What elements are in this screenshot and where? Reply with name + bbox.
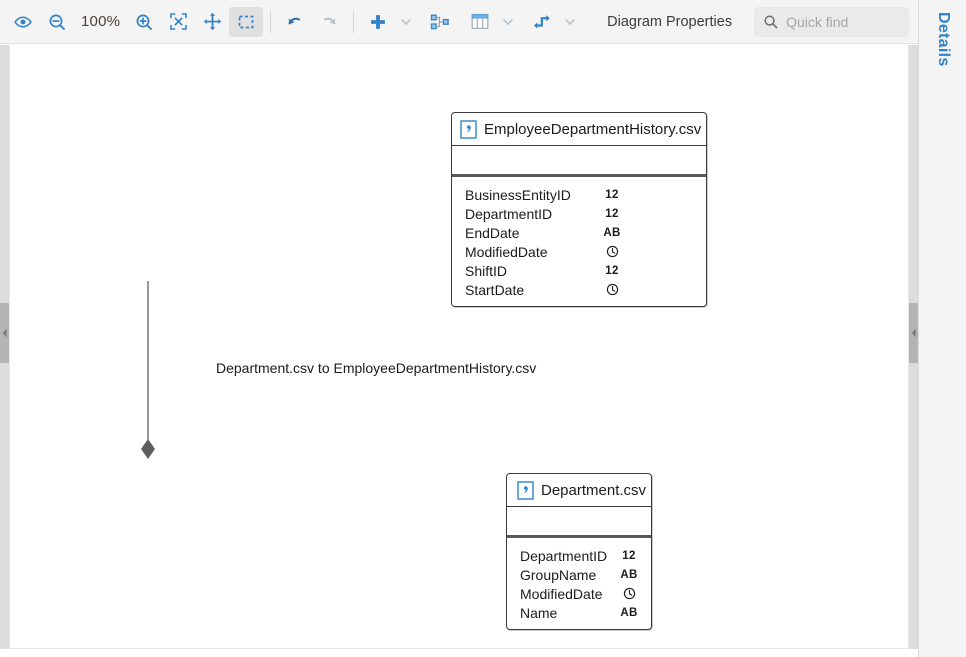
toolbar-separator-2 (353, 10, 355, 33)
search-icon (764, 14, 778, 28)
field-type-datetime (618, 587, 640, 600)
right-panel-collapse-handle[interactable] (909, 303, 918, 363)
entity-field-row[interactable]: BusinessEntityID 12 (452, 185, 706, 204)
entity-title: Department.csv (541, 481, 647, 499)
entity-header[interactable]: EmployeeDepartmentHistory.csv (452, 113, 706, 146)
field-type-number: 12 (605, 264, 619, 277)
connector-diamond-marker (141, 439, 155, 459)
details-panel-rail: Details (918, 0, 966, 657)
field-name: DepartmentID (520, 547, 608, 564)
table-dropdown-caret-icon[interactable] (497, 8, 519, 36)
field-type-datetime (601, 245, 623, 258)
toolbar: 100% (0, 0, 918, 44)
entity-field-row[interactable]: DepartmentID 12 (452, 204, 706, 223)
connector-dropdown-caret-icon[interactable] (559, 8, 581, 36)
details-tab-label: Details (935, 12, 952, 67)
entity-header[interactable]: Department.csv (507, 474, 651, 507)
preview-eye-icon[interactable] (6, 7, 40, 37)
add-icon[interactable] (361, 7, 395, 37)
field-type-text: AB (620, 606, 638, 619)
clock-icon (606, 283, 618, 296)
zoom-out-icon[interactable] (40, 7, 74, 37)
undo-icon[interactable] (278, 7, 312, 37)
field-name: DepartmentID (465, 205, 553, 222)
zoom-in-icon[interactable] (127, 7, 161, 37)
left-panel-collapse-handle[interactable] (0, 303, 9, 363)
field-name: StartDate (465, 281, 525, 298)
field-name: GroupName (520, 566, 597, 583)
entity-empty-compartment (452, 146, 706, 177)
zoom-level-display[interactable]: 100% (81, 13, 121, 30)
entity-field-row[interactable]: ModifiedDate (452, 242, 706, 261)
entity-field-row[interactable]: EndDate AB (452, 223, 706, 242)
clock-icon (623, 587, 635, 600)
field-type-text: AB (620, 568, 638, 581)
entity-field-row[interactable]: StartDate (452, 280, 706, 299)
field-type-number: 12 (622, 549, 636, 562)
entity-employee-department-history[interactable]: EmployeeDepartmentHistory.csv BusinessEn… (451, 112, 707, 307)
chevron-left-icon (911, 328, 916, 338)
table-view-icon[interactable] (463, 7, 497, 37)
quick-find-input[interactable] (786, 13, 899, 30)
quick-find-box[interactable] (754, 6, 910, 37)
diagram-canvas[interactable]: Department.csv to EmployeeDepartmentHist… (9, 45, 909, 649)
add-dropdown-caret-icon[interactable] (395, 8, 417, 36)
field-name: ModifiedDate (465, 243, 548, 260)
relationship-connector[interactable] (10, 45, 909, 649)
fit-to-screen-icon[interactable] (161, 7, 195, 37)
marquee-select-icon[interactable] (229, 6, 264, 37)
connector-routing-icon[interactable] (525, 7, 559, 37)
pan-tool-icon[interactable] (195, 7, 229, 37)
field-name: ModifiedDate (520, 585, 603, 602)
entity-department[interactable]: Department.csv DepartmentID 12 GroupName… (506, 473, 652, 630)
entity-empty-compartment (507, 507, 651, 538)
field-type-datetime (601, 283, 623, 296)
entity-field-row[interactable]: DepartmentID 12 (507, 546, 651, 565)
entity-field-row[interactable]: ModifiedDate (507, 584, 651, 603)
chevron-left-icon (2, 328, 7, 338)
field-type-text: AB (603, 226, 621, 239)
details-tab[interactable]: Details (919, 8, 966, 98)
field-type-number: 12 (605, 207, 619, 220)
entity-field-row[interactable]: GroupName AB (507, 565, 651, 584)
field-name: EndDate (465, 224, 520, 241)
relationship-label[interactable]: Department.csv to EmployeeDepartmentHist… (216, 360, 537, 376)
redo-icon[interactable] (312, 7, 346, 37)
field-type-number: 12 (605, 188, 619, 201)
auto-layout-icon[interactable] (423, 7, 457, 37)
entity-title: EmployeeDepartmentHistory.csv (484, 120, 702, 138)
field-name: ShiftID (465, 262, 508, 279)
csv-file-icon (517, 480, 534, 500)
entity-field-row[interactable]: Name AB (507, 603, 651, 622)
field-name: Name (520, 604, 558, 621)
csv-file-icon (460, 119, 477, 139)
entity-field-list: DepartmentID 12 GroupName AB ModifiedDat… (507, 538, 651, 629)
field-name: BusinessEntityID (465, 186, 571, 203)
entity-field-row[interactable]: ShiftID 12 (452, 261, 706, 280)
diagram-properties-button[interactable]: Diagram Properties (607, 13, 733, 30)
toolbar-separator-1 (270, 10, 272, 33)
entity-field-list: BusinessEntityID 12 DepartmentID 12 EndD… (452, 177, 706, 306)
clock-icon (606, 245, 618, 258)
